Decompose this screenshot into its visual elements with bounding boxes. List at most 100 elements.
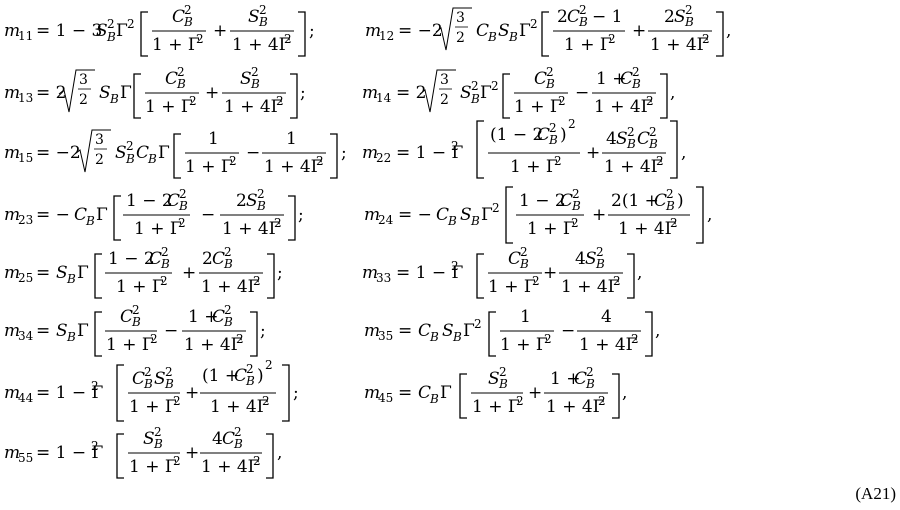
svg-text:2: 2 xyxy=(666,187,674,201)
svg-text:B: B xyxy=(164,377,174,391)
svg-text:S: S xyxy=(248,7,260,27)
svg-text:B: B xyxy=(109,92,119,106)
svg-text:B: B xyxy=(125,152,135,166)
svg-text:3: 3 xyxy=(95,132,104,148)
svg-text:2: 2 xyxy=(91,439,99,453)
svg-text:C: C xyxy=(574,369,587,389)
svg-text:2: 2 xyxy=(440,92,449,108)
svg-text:B: B xyxy=(258,15,268,29)
svg-text:C: C xyxy=(212,307,225,327)
svg-text:2: 2 xyxy=(91,379,99,393)
svg-text:B: B xyxy=(250,77,260,91)
svg-text:1 + 4Γ: 1 + 4Γ xyxy=(579,335,638,355)
svg-text:2: 2 xyxy=(253,454,261,468)
svg-text:m: m xyxy=(4,321,20,341)
svg-text:,: , xyxy=(707,205,712,225)
svg-text:B: B xyxy=(147,152,157,166)
svg-text:1 + Γ: 1 + Γ xyxy=(116,277,164,297)
svg-text:1 + Γ: 1 + Γ xyxy=(527,219,575,239)
svg-text:=: = xyxy=(36,321,50,341)
svg-text:B: B xyxy=(233,437,243,451)
svg-text:Γ: Γ xyxy=(77,321,89,341)
svg-text:,: , xyxy=(622,383,627,403)
svg-text:= 1 − 3: = 1 − 3 xyxy=(36,21,102,41)
svg-text:2: 2 xyxy=(544,332,552,346)
svg-text:2: 2 xyxy=(520,245,528,259)
svg-text:S: S xyxy=(240,69,252,89)
svg-text:2: 2 xyxy=(499,365,507,379)
svg-text:2: 2 xyxy=(586,365,594,379)
svg-text:1 +: 1 + xyxy=(550,369,580,389)
svg-text:2: 2 xyxy=(646,94,654,108)
svg-text:= 1 − Γ: = 1 − Γ xyxy=(396,263,464,283)
svg-text:B: B xyxy=(153,437,163,451)
svg-text:C: C xyxy=(567,7,580,27)
svg-text:S: S xyxy=(246,191,258,211)
svg-text:2: 2 xyxy=(154,425,162,439)
svg-text:1 + Γ: 1 + Γ xyxy=(510,157,558,177)
svg-text:4: 4 xyxy=(601,307,612,327)
svg-text:1: 1 xyxy=(520,307,531,327)
svg-text:1 + Γ: 1 + Γ xyxy=(134,219,182,239)
svg-text:= −2: = −2 xyxy=(36,143,81,163)
svg-text:2: 2 xyxy=(702,32,710,46)
svg-text:2(1 +: 2(1 + xyxy=(611,191,659,211)
svg-text:2: 2 xyxy=(572,187,580,201)
svg-text:2: 2 xyxy=(613,274,621,288)
svg-text:2: 2 xyxy=(549,121,557,135)
svg-text:B: B xyxy=(519,257,529,271)
svg-text:,: , xyxy=(681,143,686,163)
svg-text:2: 2 xyxy=(259,3,267,17)
svg-text:1 + Γ: 1 + Γ xyxy=(500,335,548,355)
svg-text:1 + 4Γ: 1 + 4Γ xyxy=(618,219,677,239)
svg-text:B: B xyxy=(498,377,508,391)
svg-text:2: 2 xyxy=(492,201,500,215)
svg-text:2: 2 xyxy=(177,65,185,79)
svg-text:+: + xyxy=(632,21,646,41)
svg-text:=: = xyxy=(36,263,50,283)
svg-text:2: 2 xyxy=(257,187,265,201)
svg-text:2: 2 xyxy=(627,125,635,139)
svg-text:C: C xyxy=(476,21,489,41)
svg-text:4: 4 xyxy=(212,429,223,449)
svg-text:1 +: 1 + xyxy=(596,69,626,89)
svg-text:2: 2 xyxy=(165,365,173,379)
svg-text:2: 2 xyxy=(451,259,459,273)
svg-text:2: 2 xyxy=(144,365,152,379)
svg-text:1 + Γ: 1 + Γ xyxy=(129,397,177,417)
svg-text:B: B xyxy=(245,374,255,388)
svg-text:2: 2 xyxy=(189,94,197,108)
svg-text:B: B xyxy=(545,77,555,91)
svg-text:1 + 4Γ: 1 + 4Γ xyxy=(222,219,281,239)
svg-text:C: C xyxy=(132,369,145,389)
svg-text:C: C xyxy=(537,125,550,145)
svg-text:2: 2 xyxy=(474,317,482,331)
svg-text:2: 2 xyxy=(274,216,282,230)
svg-text:2: 2 xyxy=(456,30,465,46)
svg-text:): ) xyxy=(257,366,264,386)
svg-text:B: B xyxy=(429,392,439,406)
svg-text:B: B xyxy=(131,315,141,329)
svg-text:Γ: Γ xyxy=(481,205,493,225)
svg-text:B: B xyxy=(223,257,233,271)
svg-text:33: 33 xyxy=(376,271,391,285)
svg-text:2: 2 xyxy=(598,394,606,408)
svg-text:2: 2 xyxy=(107,17,115,31)
svg-text:Γ: Γ xyxy=(77,263,89,283)
svg-text:B: B xyxy=(160,257,170,271)
svg-text:;: ; xyxy=(260,321,266,341)
svg-text:2: 2 xyxy=(664,7,675,27)
svg-text:C: C xyxy=(165,69,178,89)
svg-text:11: 11 xyxy=(18,29,33,43)
svg-text:S: S xyxy=(460,83,472,103)
svg-text:2: 2 xyxy=(224,245,232,259)
svg-text:Γ: Γ xyxy=(519,21,531,41)
svg-text:;: ; xyxy=(309,21,315,41)
svg-text:S: S xyxy=(498,21,510,41)
svg-text:2: 2 xyxy=(579,3,587,17)
svg-text:2: 2 xyxy=(649,125,657,139)
svg-text:1 + 4Γ: 1 + 4Γ xyxy=(604,157,663,177)
svg-text:B: B xyxy=(470,92,480,106)
